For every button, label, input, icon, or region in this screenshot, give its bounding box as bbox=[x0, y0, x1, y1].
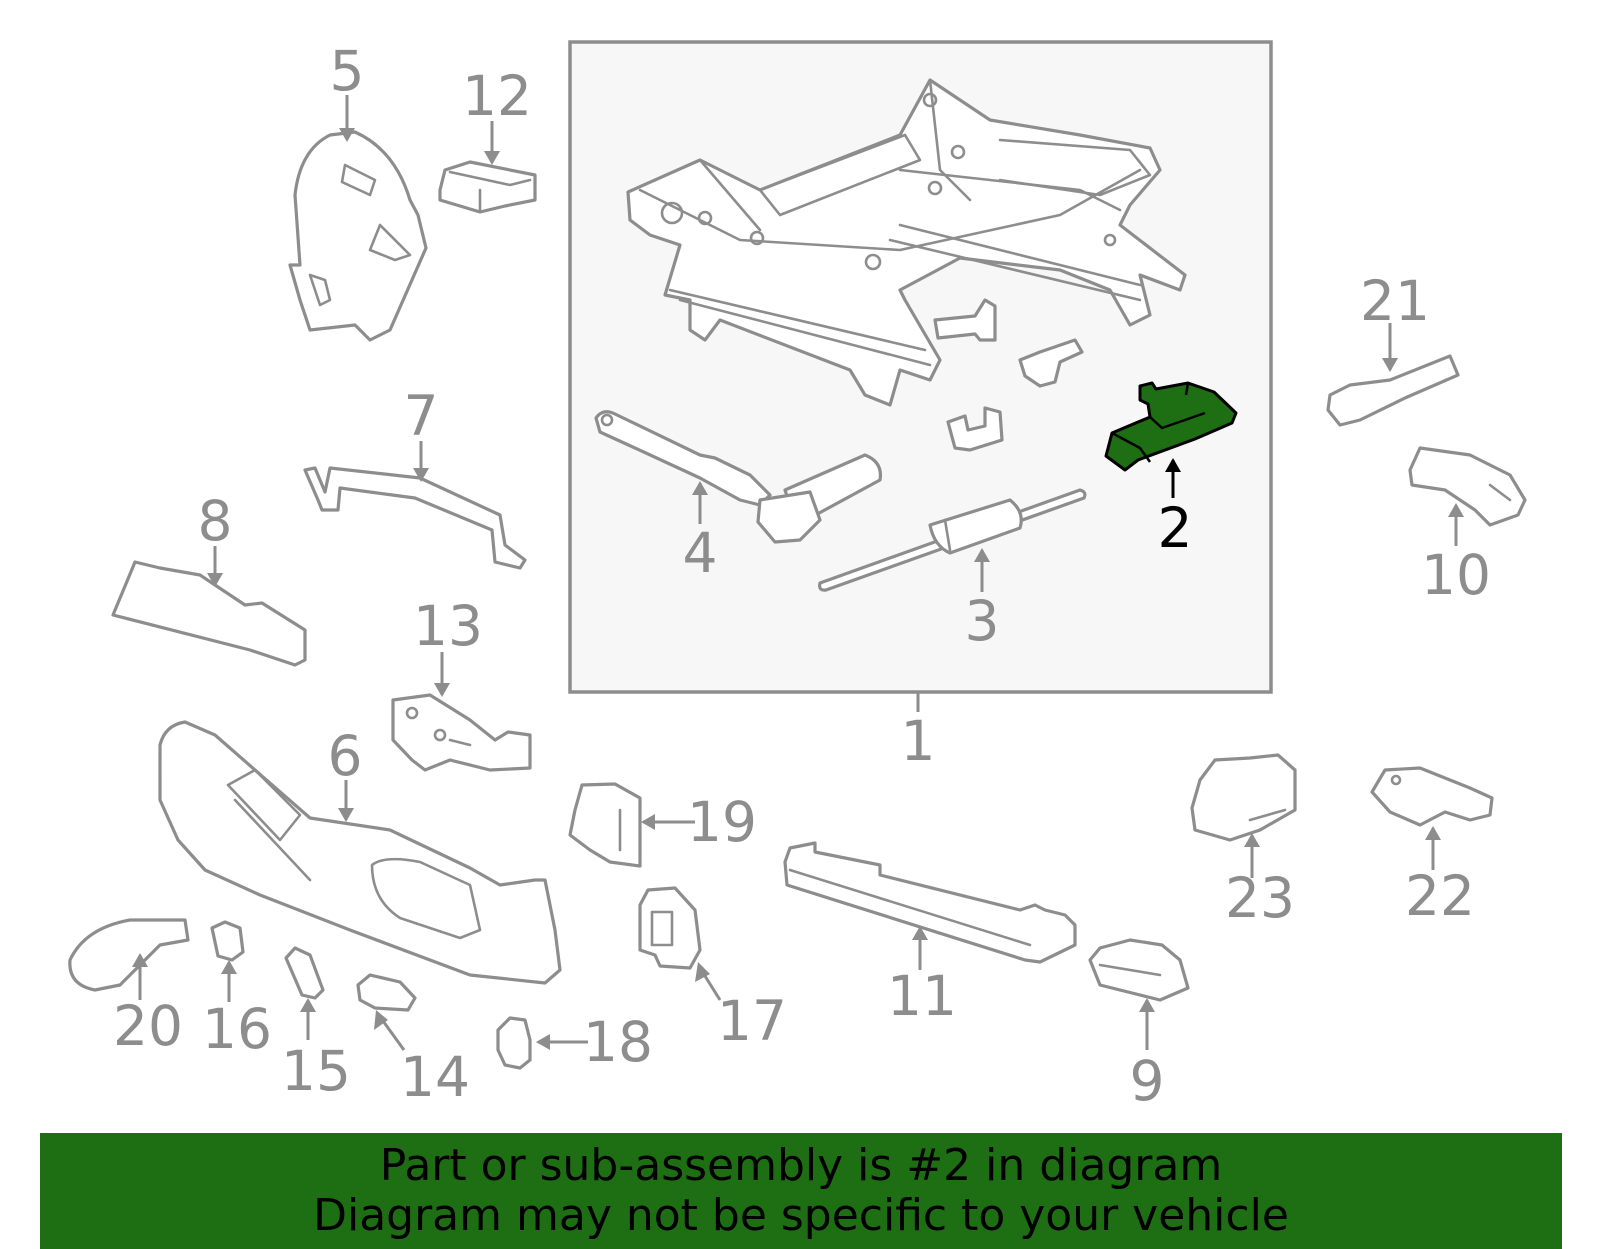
callout-7: 7 bbox=[404, 384, 439, 448]
banner-line-2: Diagram may not be specific to your vehi… bbox=[313, 1190, 1289, 1241]
callout-4: 4 bbox=[683, 521, 718, 585]
part-21 bbox=[1326, 354, 1460, 427]
callout-11: 11 bbox=[887, 964, 957, 1028]
callout-12: 12 bbox=[462, 64, 532, 128]
part-2-highlighted bbox=[1104, 381, 1238, 472]
frame-clips bbox=[933, 298, 1084, 452]
part-16-knob bbox=[210, 920, 245, 962]
part-22-module bbox=[1370, 766, 1494, 827]
part-19 bbox=[568, 782, 642, 868]
part-7-rod bbox=[303, 466, 527, 570]
leader-part-2 bbox=[1165, 458, 1181, 498]
part-4-motor bbox=[594, 410, 883, 544]
callout-22: 22 bbox=[1405, 864, 1475, 928]
part-8-trim bbox=[111, 560, 307, 667]
info-banner: Part or sub-assembly is #2 in diagram Di… bbox=[40, 1133, 1562, 1249]
callout-13: 13 bbox=[413, 594, 483, 658]
part-14-knob bbox=[356, 973, 417, 1012]
part-18-cap bbox=[496, 1016, 532, 1070]
callout-14: 14 bbox=[400, 1045, 470, 1109]
callout-17: 17 bbox=[717, 989, 787, 1053]
seat-frame-assembly bbox=[626, 78, 1187, 407]
part-12 bbox=[438, 160, 537, 214]
callout-8: 8 bbox=[198, 489, 233, 553]
callout-16: 16 bbox=[202, 997, 272, 1061]
callout-18: 18 bbox=[583, 1010, 653, 1074]
callout-15: 15 bbox=[281, 1039, 351, 1103]
callout-2: 2 bbox=[1158, 496, 1193, 560]
callout-23: 23 bbox=[1225, 866, 1295, 930]
callout-3: 3 bbox=[965, 589, 1000, 653]
callout-9: 9 bbox=[1130, 1049, 1165, 1113]
part-9 bbox=[1088, 938, 1190, 1002]
callout-5: 5 bbox=[330, 39, 365, 103]
part-23-switch bbox=[1190, 753, 1297, 842]
callout-21: 21 bbox=[1360, 269, 1430, 333]
callout-10: 10 bbox=[1421, 543, 1491, 607]
callout-1: 1 bbox=[901, 709, 936, 773]
part-10 bbox=[1408, 446, 1527, 527]
part-3-shaft bbox=[818, 488, 1087, 592]
banner-line-1: Part or sub-assembly is #2 in diagram bbox=[379, 1140, 1223, 1191]
leader-arrowheads bbox=[132, 128, 1464, 1050]
callout-labels: 1 2 3 4 5 6 7 8 9 10 11 12 13 14 15 16 1… bbox=[113, 39, 1491, 1113]
part-6-side-shield bbox=[158, 720, 562, 985]
part-15-knob bbox=[284, 946, 325, 1000]
part-13-bracket bbox=[391, 693, 532, 772]
part-11-rail bbox=[783, 841, 1077, 964]
part-17 bbox=[638, 886, 702, 970]
callout-19: 19 bbox=[687, 790, 757, 854]
part-5-panel bbox=[288, 130, 428, 342]
callout-6: 6 bbox=[328, 724, 363, 788]
part-20-handle bbox=[68, 918, 190, 992]
callout-20: 20 bbox=[113, 994, 183, 1058]
